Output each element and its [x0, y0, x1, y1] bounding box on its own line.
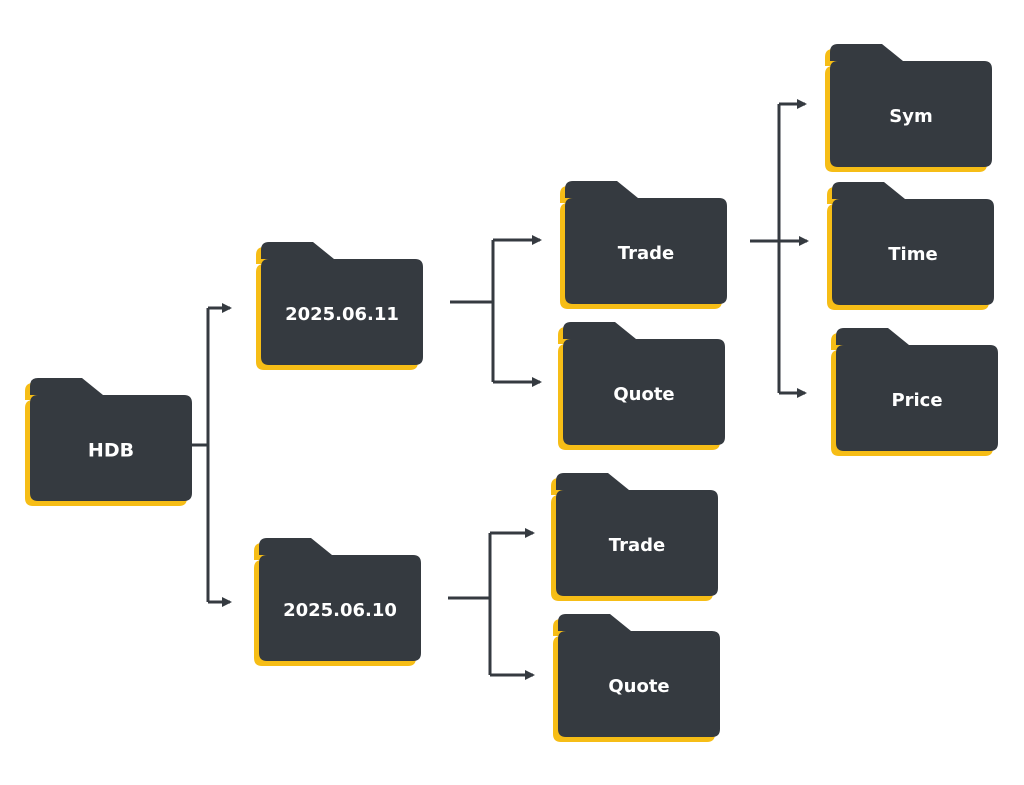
folder-icon [836, 328, 998, 451]
folder-icon [259, 538, 421, 661]
connector-0610-trunk [448, 533, 492, 675]
folder-icon [556, 473, 718, 596]
folder-label: Quote [608, 676, 669, 697]
folder-0610-quote: Quote [553, 614, 720, 742]
folder-2025-06-10: 2025.06.10 [254, 538, 421, 666]
folder-label: 2025.06.11 [285, 304, 399, 325]
folder-icon [261, 242, 423, 365]
connector-0611-trunk [450, 240, 495, 382]
folder-trade-sym: Sym [825, 44, 992, 172]
folder-label: Trade [618, 243, 674, 264]
folder-0610-trade: Trade [551, 473, 718, 601]
folder-icon [565, 181, 727, 304]
folders: HDB2025.06.112025.06.10TradeQuoteTradeQu… [25, 44, 998, 742]
folder-0611-quote: Quote [558, 322, 725, 450]
connector-trade-trunk [750, 104, 781, 393]
folder-label: Time [888, 244, 937, 265]
folder-icon [832, 182, 994, 305]
folder-0611-trade: Trade [560, 181, 727, 309]
folder-trade-price: Price [831, 328, 998, 456]
folder-label: 2025.06.10 [283, 600, 397, 621]
folder-2025-06-11: 2025.06.11 [256, 242, 423, 370]
folder-icon [558, 614, 720, 737]
folder-label: Trade [609, 535, 665, 556]
folder-label: Sym [889, 106, 932, 127]
folder-label: HDB [88, 440, 134, 462]
folder-icon [563, 322, 725, 445]
connectors [192, 99, 809, 680]
folder-hdb: HDB [25, 378, 192, 506]
connector-hdb-trunk [192, 308, 210, 602]
folder-label: Price [891, 390, 942, 411]
folder-trade-time: Time [827, 182, 994, 310]
folder-icon [830, 44, 992, 167]
folder-label: Quote [613, 384, 674, 405]
folder-icon [30, 378, 192, 501]
